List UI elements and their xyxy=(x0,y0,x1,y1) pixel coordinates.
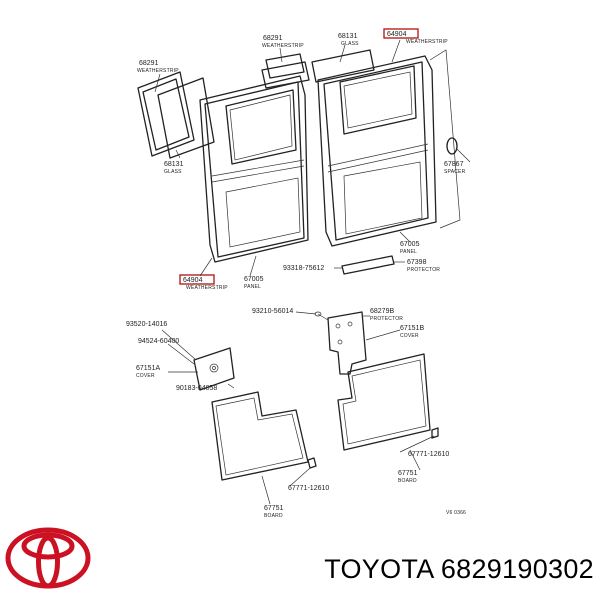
label-67005-bottom: 67005 xyxy=(244,276,264,283)
label-68291-left-sub: WEATHERSTRIP xyxy=(137,68,179,74)
label-67751-right-sub: BOARD xyxy=(398,478,417,484)
label-64904-top: 64904 xyxy=(387,31,407,38)
rear-door-panel-left xyxy=(199,75,309,263)
label-68291-top-sub: WEATHERSTRIP xyxy=(262,43,304,49)
logo-rings xyxy=(5,527,91,589)
label-68131-left-sub: GLASS xyxy=(164,169,182,175)
rear-door-panel-right xyxy=(317,49,461,247)
label-67771-bottom: 67771-12610 xyxy=(288,485,329,492)
right-protector-bracket xyxy=(314,311,367,375)
label-93318: 93318-75612 xyxy=(283,265,324,272)
spacer-part xyxy=(446,137,471,163)
label-67005-right-sub: PANEL xyxy=(400,249,417,255)
label-67398-sub: PROTECTOR xyxy=(407,267,440,273)
label-67751-bottom: 67751 xyxy=(264,505,284,512)
label-64904-top-sub: WEATHERSTRIP xyxy=(406,39,448,45)
label-67151A: 67151A xyxy=(136,365,160,372)
label-68131-top-sub: GLASS xyxy=(341,41,359,47)
diagram-code: V6 0366 xyxy=(446,510,466,516)
label-67867: 67867 xyxy=(444,161,464,168)
left-glass-weatherstrip xyxy=(137,71,195,157)
label-67151A-sub: COVER xyxy=(136,373,155,379)
label-68131-top: 68131 xyxy=(338,33,358,40)
label-68279B-sub: PROTECTOR xyxy=(370,316,403,322)
label-68291-left: 68291 xyxy=(139,60,159,67)
label-67771-right: 67771-12610 xyxy=(408,451,449,458)
label-67398: 67398 xyxy=(407,259,427,266)
label-67151B: 67151B xyxy=(400,325,424,332)
brand-row: TOYOTA 6829190302 xyxy=(0,518,600,600)
toyota-logo-icon xyxy=(5,527,91,589)
right-cover-board xyxy=(337,353,439,451)
left-cover-board xyxy=(211,391,317,481)
label-68131-left: 68131 xyxy=(164,161,184,168)
top-weatherstrip xyxy=(261,53,310,89)
label-93520: 93520-14016 xyxy=(126,321,167,328)
label-64904-bottom-sub: WEATHERSTRIP xyxy=(186,285,228,291)
left-cover-small xyxy=(161,329,235,391)
label-64904-bottom: 64904 xyxy=(183,277,203,284)
label-93210: 93210-56014 xyxy=(252,308,293,315)
brand-part-number: TOYOTA 6829190302 xyxy=(324,554,594,584)
highlight-box-bottom xyxy=(179,274,215,285)
label-68291-top: 68291 xyxy=(263,35,283,42)
left-glass xyxy=(157,77,215,159)
protector-strip xyxy=(334,255,395,275)
top-glass xyxy=(311,49,375,83)
highlight-box-top xyxy=(383,28,419,39)
label-90183: 90183-04058 xyxy=(176,385,217,392)
label-68279B: 68279B xyxy=(370,308,394,315)
label-67005-right: 67005 xyxy=(400,241,420,248)
label-67151B-sub: COVER xyxy=(400,333,419,339)
label-67005-bottom-sub: PANEL xyxy=(244,284,261,290)
label-67867-sub: SPACER xyxy=(444,169,466,175)
label-67751-bottom-sub: BOARD xyxy=(264,513,283,519)
label-94524: 94524-60400 xyxy=(138,338,179,345)
label-67751-right: 67751 xyxy=(398,470,418,477)
parts-diagram: 68291 WEATHERSTRIP 68131 GLASS 64904 WEA… xyxy=(126,28,471,519)
